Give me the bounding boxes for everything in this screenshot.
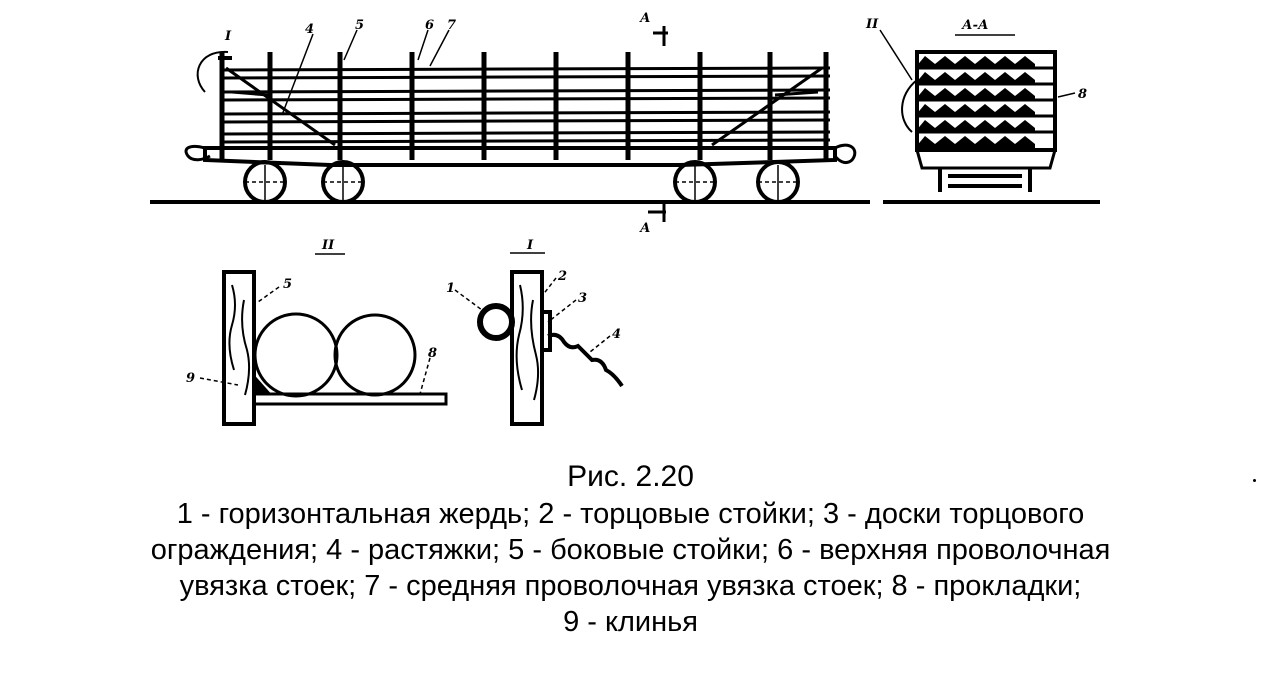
label-8-end: 8 (1078, 87, 1087, 102)
wheel (321, 160, 365, 204)
label-I-detail: I (526, 238, 534, 253)
detail-II (199, 253, 448, 426)
label-5-detail: 5 (283, 277, 292, 292)
scan-speck (1253, 479, 1256, 482)
spacer-board (252, 392, 448, 406)
brace-wire (547, 332, 624, 388)
label-2-detail: 2 (557, 269, 567, 284)
wagon-end-view (879, 29, 1100, 204)
label-8-detail: 8 (428, 346, 437, 361)
label-4-detail: 4 (612, 327, 621, 342)
label-1-detail: 1 (446, 281, 455, 296)
leader-lines (281, 29, 450, 116)
label-7: 7 (447, 18, 456, 33)
label-I: I (224, 29, 232, 44)
log-circle (253, 312, 339, 398)
coupler-right (833, 143, 857, 164)
drawing-canvas: I 4 5 6 7 А А II А-А 8 (150, 11, 1100, 426)
log-load (221, 66, 831, 144)
end-underframe (915, 148, 1057, 170)
wagon-side-view (150, 26, 870, 222)
label-II-detail: II (321, 238, 335, 253)
wagon-frame (203, 146, 837, 167)
wheel (243, 160, 287, 204)
caption-line: ограждения; 4 - растяжки; 5 - боковые ст… (150, 534, 1111, 566)
figure-number: Рис. 2.20 (567, 460, 694, 493)
label-section-top: А (639, 11, 651, 26)
end-bogie (938, 168, 1032, 192)
horizontal-pole-ring (477, 303, 515, 341)
label-3-detail: 3 (578, 291, 587, 306)
label-9-detail: 9 (186, 371, 195, 386)
label-4: 4 (305, 22, 314, 37)
caption-line: 9 - клинья (563, 606, 698, 638)
detail-callout-II (901, 79, 918, 133)
wheel (756, 160, 800, 204)
wheel (673, 160, 717, 204)
wedge (253, 373, 273, 395)
coupler-left (184, 144, 211, 162)
caption-line: 1 - горизонтальная жердь; 2 - торцовые с… (176, 498, 1085, 530)
label-II-end: II (865, 17, 879, 32)
end-board (540, 310, 552, 352)
label-section-bottom: А (639, 221, 651, 236)
detail-I (454, 252, 624, 426)
side-stake-detail (222, 270, 256, 426)
label-5: 5 (355, 18, 364, 33)
section-line-A (648, 26, 668, 222)
detail-callout-I (196, 50, 229, 93)
end-log-ends (915, 56, 1035, 148)
figure-caption: Рис. 2.20 1 - горизонтальная жердь; 2 - … (0, 458, 1261, 640)
label-section-AA: А-А (961, 18, 989, 33)
log-circle (333, 313, 417, 397)
caption-line: увязка стоек; 7 - средняя проволочная ув… (179, 570, 1082, 602)
label-6: 6 (425, 18, 434, 33)
braces (225, 66, 823, 147)
